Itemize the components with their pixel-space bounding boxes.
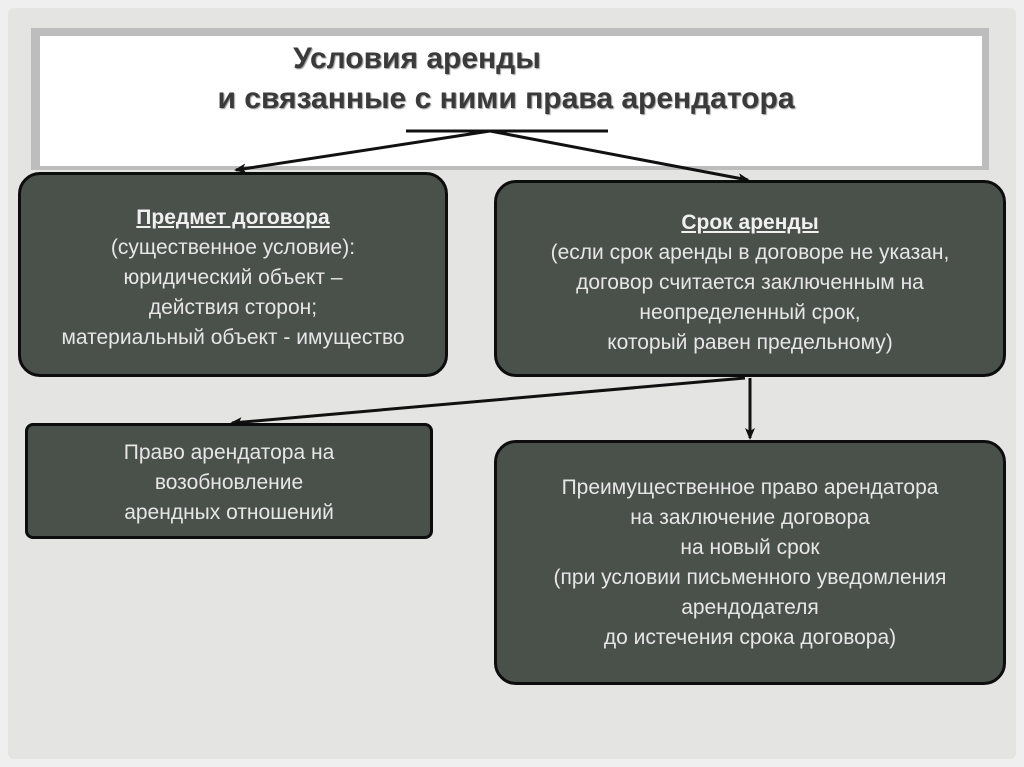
term-line: неопределенный срок, xyxy=(639,301,861,324)
renewal-line: Право арендатора на xyxy=(123,441,335,464)
term-box: Срок аренды (если срок аренды в договоре… xyxy=(494,180,1006,377)
arrow-to-subject xyxy=(234,129,491,174)
subject-heading: Предмет договора xyxy=(136,206,330,229)
preemptive-box: Преимущественное право арендатора на зак… xyxy=(494,440,1006,685)
arrow-to-term xyxy=(489,129,750,184)
preemptive-line: (при условии письменного уведомления xyxy=(553,566,947,589)
subject-line: действия сторон; xyxy=(148,296,318,319)
term-line: (если срок аренды в договоре не указан, xyxy=(550,241,950,264)
term-line: который равен предельному) xyxy=(607,331,893,354)
subject-line: (существенное условие): xyxy=(110,236,356,259)
renewal-line: арендных отношений xyxy=(124,501,334,524)
title-line-1: Условия аренды xyxy=(293,42,541,75)
preemptive-line: на заключение договора xyxy=(630,506,870,529)
arrow-to-renewal xyxy=(230,376,746,428)
subject-box: Предмет договора (существенное условие):… xyxy=(18,172,448,377)
title-box xyxy=(40,36,982,166)
title-line-2: и связанные с ними права арендатора xyxy=(217,82,795,115)
subject-line: юридический объект – xyxy=(123,266,343,289)
term-line: договор считается заключенным на xyxy=(576,271,924,294)
preemptive-line: арендодателя xyxy=(681,596,819,619)
preemptive-line: до истечения срока договора) xyxy=(603,626,897,649)
renewal-box: Право арендатора на возобновление арендн… xyxy=(25,423,433,539)
term-heading: Срок аренды xyxy=(681,211,819,234)
renewal-line: возобновление xyxy=(154,471,304,494)
subject-line: материальный объект - имущество xyxy=(61,326,405,349)
preemptive-line: Преимущественное право арендатора xyxy=(561,476,939,499)
preemptive-line: на новый срок xyxy=(680,536,820,559)
